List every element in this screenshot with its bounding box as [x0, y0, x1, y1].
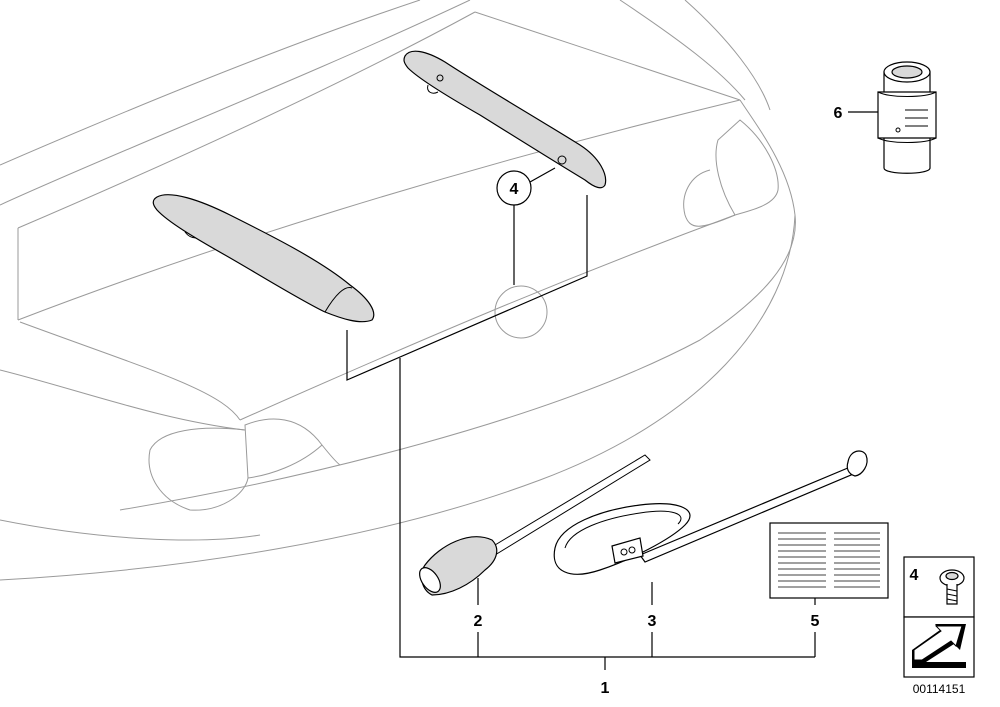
instruction-text-lines [778, 532, 880, 588]
screw-icon [939, 569, 965, 605]
screw-detail-box: 4 [903, 556, 975, 618]
handle-right [403, 50, 607, 189]
callout-6: 6 [834, 105, 843, 122]
direction-arrow-box [903, 616, 975, 678]
callout-3: 3 [648, 613, 657, 630]
callout-4-screw: 4 [910, 567, 919, 584]
callout-5: 5 [811, 613, 820, 630]
part-5-instruction-sheet [769, 522, 889, 599]
car-rear-body [0, 0, 796, 581]
handle-left [152, 194, 375, 323]
document-id: 00114151 [913, 682, 966, 696]
part-3-strap [553, 450, 868, 575]
callout-1: 1 [601, 680, 610, 697]
arrow-icon [912, 624, 966, 668]
leader-lines-trim [346, 111, 878, 670]
callout-2: 2 [474, 613, 483, 630]
part-2-tool [419, 454, 651, 596]
callout-4-circle-label: 4 [510, 181, 519, 198]
callout-4-circle: 4 [496, 170, 532, 206]
part-6-adapter [877, 61, 937, 174]
